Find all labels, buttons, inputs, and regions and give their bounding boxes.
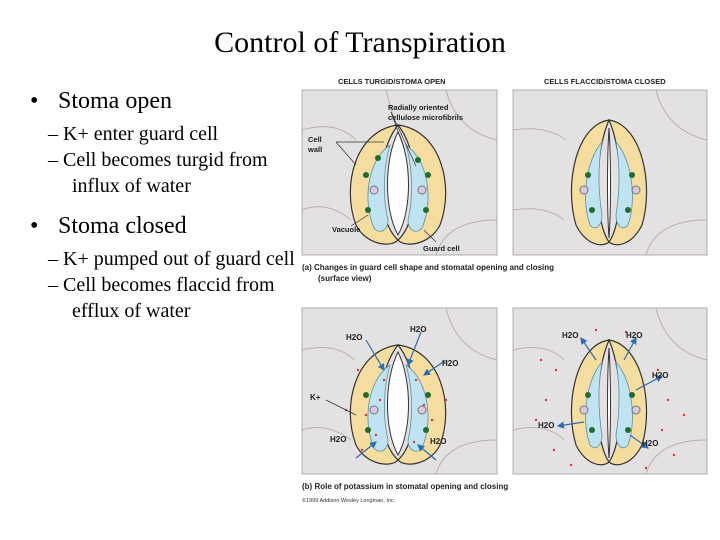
panel-b-open: H2O H2O H2O H2O H2O K+ (301, 307, 498, 475)
bullet-dot: • (30, 88, 39, 114)
panel-b-closed: H2O H2O H2O H2O H2O (512, 307, 708, 475)
label-h2o: H2O (642, 439, 658, 448)
sub-bullet-text: Cell becomes turgid from influx of water (63, 149, 268, 197)
panel-a-turgid: Radially oriented cellulose microfibrils… (301, 89, 498, 256)
sub-bullet: – K+ enter guard cell (48, 123, 219, 145)
copyright-note: ©1999 Addison Wesley Longman, Inc. (302, 497, 396, 504)
sub-bullet-text: Cell becomes flaccid from efflux of wate… (63, 274, 275, 322)
bullet-stoma-closed: • Stoma closed (30, 213, 300, 240)
sub-bullet-text: K+ enter guard cell (63, 123, 219, 145)
stomata-figure: CELLS TURGID/STOMA OPEN CELLS FLACCID/ST… (296, 70, 716, 510)
label-k-plus: K+ (310, 393, 321, 402)
bullet-stoma-open: • Stoma open (30, 88, 300, 115)
label-h2o: H2O (442, 359, 458, 368)
bullet-text: Stoma open (58, 88, 172, 114)
label-cell-wall-2: wall (307, 145, 322, 154)
label-vacuole: Vacuole (332, 225, 360, 234)
sub-bullet-text: K+ pumped out of guard cell (63, 248, 295, 270)
label-h2o: H2O (410, 325, 426, 334)
caption-a-line1: (a) Changes in guard cell shape and stom… (302, 263, 554, 272)
label-h2o: H2O (430, 437, 446, 446)
caption-b: (b) Role of potassium in stomatal openin… (302, 482, 508, 491)
label-microfibrils-1: Radially oriented (388, 103, 449, 112)
label-h2o: H2O (346, 333, 362, 342)
label-microfibrils-2: cellulose microfibrils (388, 113, 463, 122)
slide-title: Control of Transpiration (214, 26, 506, 59)
caption-a-line2: (surface view) (318, 274, 372, 283)
label-h2o: H2O (626, 331, 642, 340)
label-cell-wall-1: Cell (308, 135, 322, 144)
sub-bullet: – Cell becomes turgid from influx of wat… (48, 149, 268, 197)
sub-bullet: – Cell becomes flaccid from efflux of wa… (48, 274, 275, 322)
label-h2o: H2O (538, 421, 554, 430)
label-h2o: H2O (562, 331, 578, 340)
label-h2o: H2O (652, 371, 668, 380)
bullet-list: • Stoma open – K+ enter guard cell – Cell… (30, 88, 300, 324)
bullet-text: Stoma closed (58, 213, 187, 239)
label-guard-cell: Guard cell (423, 244, 460, 253)
header-open: CELLS TURGID/STOMA OPEN (338, 77, 446, 86)
bullet-dot: • (30, 213, 39, 239)
sub-bullet: – K+ pumped out of guard cell (48, 248, 295, 270)
label-h2o: H2O (330, 435, 346, 444)
panel-a-flaccid (512, 89, 708, 256)
header-closed: CELLS FLACCID/STOMA CLOSED (544, 77, 666, 86)
